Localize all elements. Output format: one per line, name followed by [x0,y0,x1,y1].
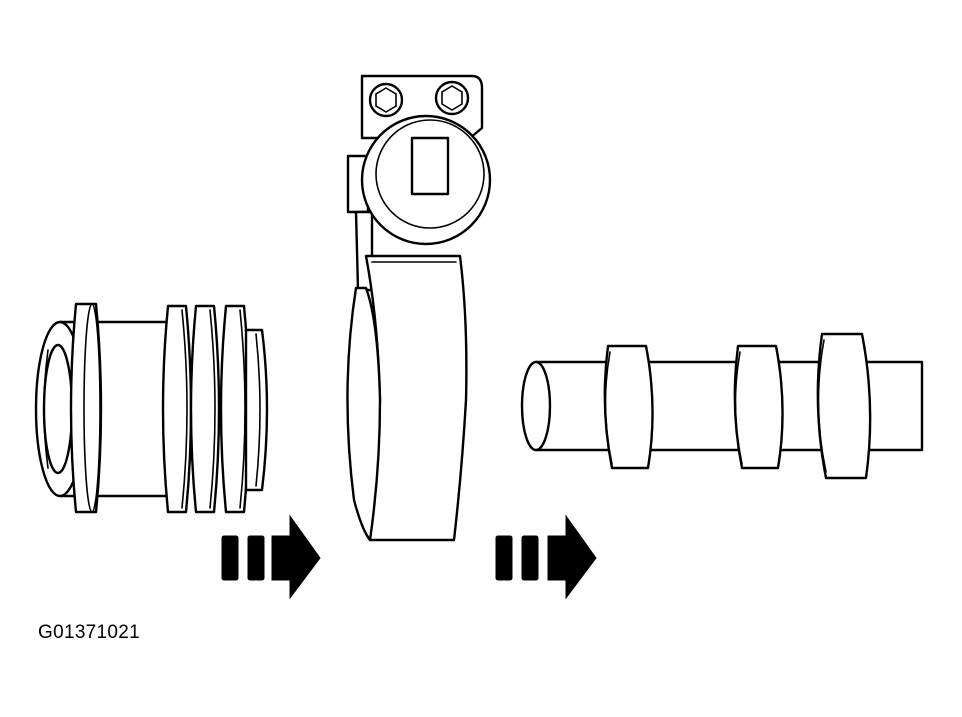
bolt-icon [368,82,404,118]
figure-id-label: G01371021 [38,622,141,643]
left-bushing [34,302,269,514]
bolt-icon [434,80,470,116]
dashed-right-arrow-icon [495,514,597,600]
right-shaft [520,332,924,480]
dashed-right-arrow-icon [221,514,321,600]
center-clamp [346,74,492,542]
